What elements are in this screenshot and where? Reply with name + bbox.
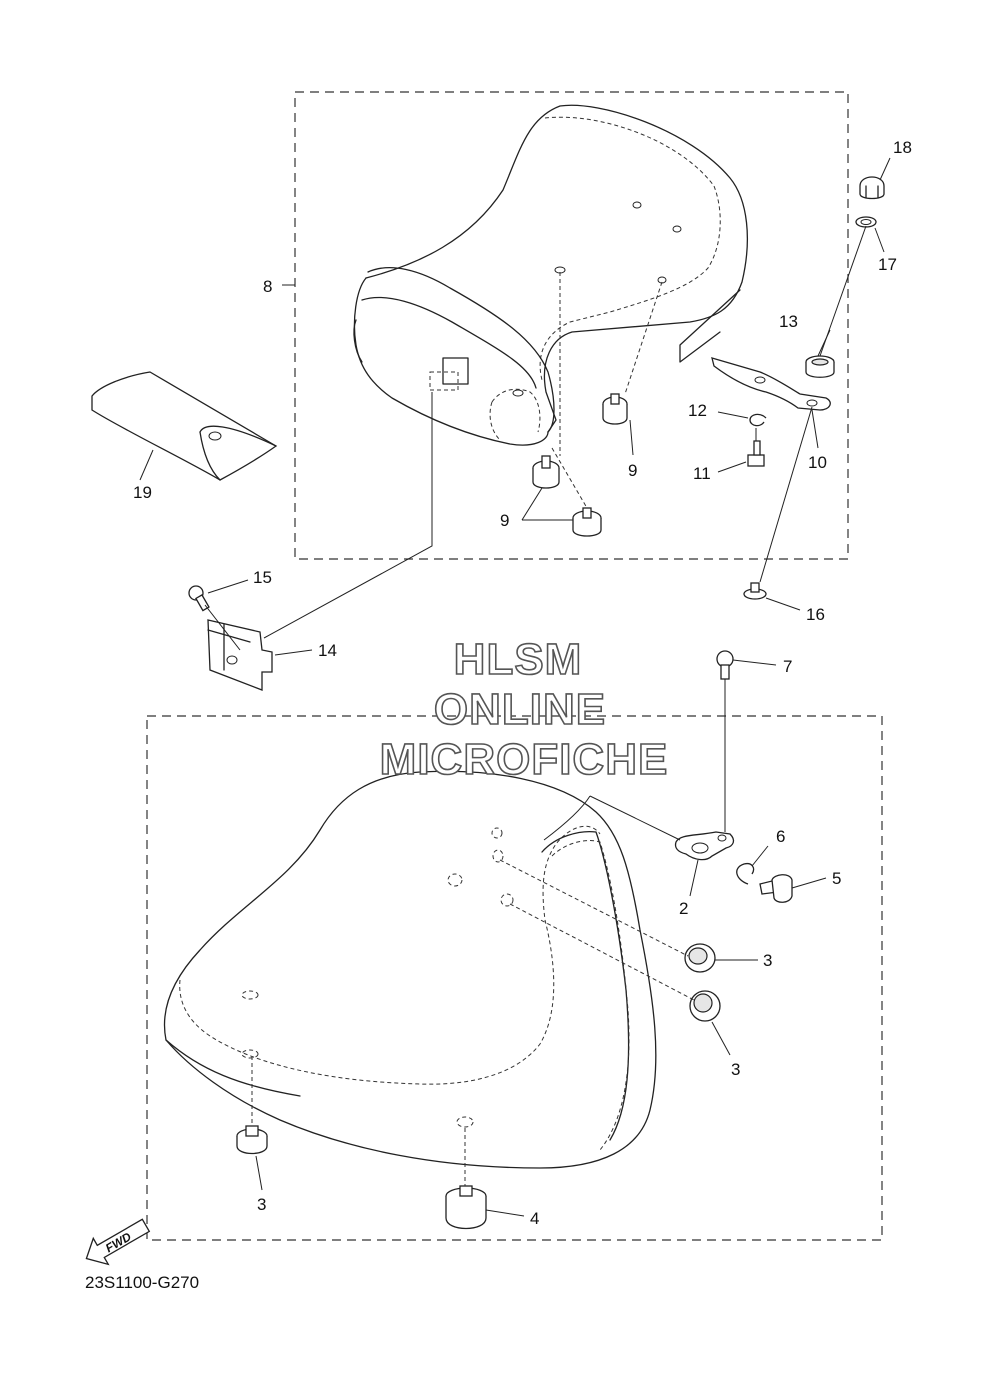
callout-3c: 3 [257,1195,266,1214]
bolt-5 [759,874,793,903]
callout-11: 11 [693,464,711,483]
washer-16 [743,582,767,600]
callout-16: 16 [806,605,825,624]
callout-10: 10 [808,453,827,472]
callout-13: 13 [779,312,798,331]
callout-15: 15 [253,568,272,587]
watermark-line-3: MICROFICHE [380,735,669,784]
washer-17 [855,216,877,228]
passenger-seat-group-box [294,91,849,560]
callout-2: 2 [679,899,688,918]
callout-3b: 3 [731,1060,740,1079]
seat-bracket-10 [711,357,831,411]
seat-damper-3b [689,990,721,1022]
callout-17: 17 [878,255,897,274]
seat-damper-9c [572,507,602,537]
callout-9a: 9 [628,461,637,480]
grommet-13 [805,355,835,378]
rider-seat-group-box [146,715,883,1241]
forward-arrow-icon: FWD [85,1218,151,1266]
circlip-12 [749,413,767,427]
callout-19: 19 [133,483,152,502]
seat-bracket-2 [674,831,735,861]
passenger-seat [353,104,749,446]
watermark: HLSM ONLINE MICROFICHE [379,634,669,785]
callout-leaders [139,157,891,1217]
callout-4: 4 [530,1209,539,1228]
seat-cover-19 [91,371,278,481]
seat-damper-9a [602,393,628,425]
seat-damper-3a [684,943,716,973]
seat-damper-3c [236,1125,268,1155]
bolt-11 [747,440,765,467]
callout-12: 12 [688,401,707,420]
rider-seat [163,770,657,1169]
callout-7: 7 [783,657,792,676]
watermark-line-2: ONLINE [434,685,606,734]
diagram-code: 23S1100-G270 [85,1273,199,1292]
callout-6: 6 [776,827,785,846]
callout-5: 5 [832,869,841,888]
seat-damper-9b [532,455,560,489]
callout-9b: 9 [500,511,509,530]
screw-7 [716,650,734,680]
callout-18: 18 [893,138,912,157]
callout-8: 8 [263,277,272,296]
seat-lock-bracket-14 [207,619,273,691]
callout-14: 14 [318,641,337,660]
circlip-6 [736,862,755,885]
callout-3a: 3 [763,951,772,970]
watermark-line-1: HLSM [454,635,583,684]
cap-nut-18 [859,176,885,200]
callout-numbers: 8 19 15 14 9 9 12 11 10 13 17 18 16 7 6 … [133,138,912,1228]
seat-damper-4 [445,1185,487,1230]
